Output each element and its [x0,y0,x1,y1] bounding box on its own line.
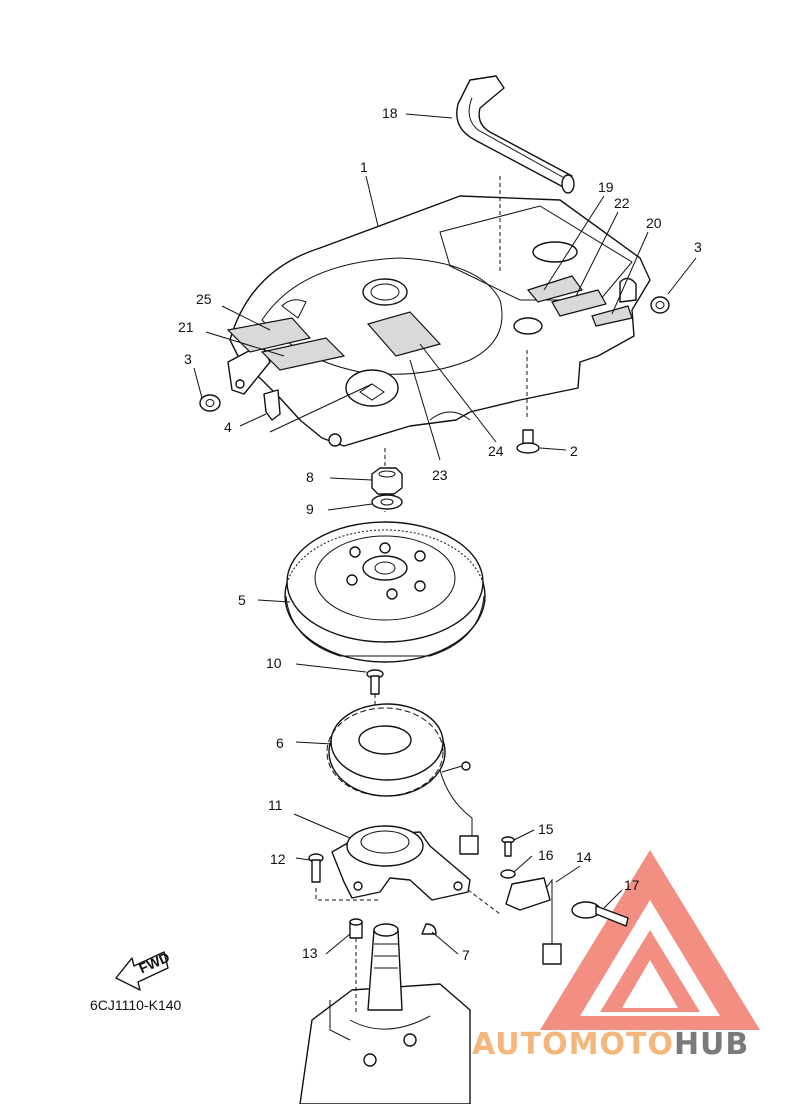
callout-10: 10 [266,655,282,671]
callout-17: 17 [624,877,640,893]
grommet-part-3 [199,296,670,412]
watermark-logo [540,850,760,1030]
callout-24: 24 [488,443,504,459]
bolt-part-12 [308,853,324,883]
callout-22: 22 [614,195,630,211]
callout-21: 21 [178,319,194,335]
clip-part-4 [263,389,281,421]
washer-part-16 [500,869,516,879]
svg-text:AUTOMOTOHUB: AUTOMOTOHUB [472,1027,749,1062]
bolt-part-15 [501,836,515,857]
callout-18: 18 [382,105,398,121]
callout-9: 9 [306,501,314,517]
bolt-part-2 [516,429,540,454]
guide-line [269,383,373,433]
callout-25: 25 [196,291,212,307]
callout-3-left: 3 [184,351,192,367]
bolt-part-10 [366,669,384,720]
clamp-part-17 [571,901,629,927]
callouts: 18 1 19 22 20 3 25 21 3 4 24 23 2 8 9 5 … [178,105,702,963]
callout-1: 1 [360,159,368,175]
hose-part-18 [456,75,575,194]
callout-13: 13 [302,945,318,961]
callout-3-right: 3 [694,239,702,255]
callout-14: 14 [576,849,592,865]
callout-7: 7 [462,947,470,963]
leader-lines [193,113,697,955]
callout-23: 23 [432,467,448,483]
base-plate-part-11 [315,825,501,915]
callout-6: 6 [276,735,284,751]
callout-5: 5 [238,592,246,608]
callout-19: 19 [598,179,614,195]
nut-part-8 [371,467,403,495]
flywheel-rotor-part-5 [284,521,486,663]
stator-part-6 [326,703,479,855]
callout-15: 15 [538,821,554,837]
callout-11: 11 [268,797,283,813]
washer-part-9 [371,494,403,510]
watermark-text: AUTOMOTOHUB [472,1027,749,1062]
diagram-code: 6CJ1110-K140 [90,997,182,1013]
key-part-7 [421,923,437,935]
callout-12: 12 [270,851,286,867]
callout-4: 4 [224,419,232,435]
callout-16: 16 [538,847,554,863]
callout-8: 8 [306,469,314,485]
watermark-text-part2: HUB [674,1027,749,1062]
dowel-part-13 [349,918,363,939]
crankcase-section [299,923,471,1104]
callout-2: 2 [570,443,578,459]
sensor-part-14 [505,877,562,965]
callout-20: 20 [646,215,662,231]
flywheel-cover-part-1 [226,195,651,447]
watermark-text-part1: AUTOMOTO [472,1027,674,1062]
fwd-arrow-icon: FWD [115,949,172,991]
